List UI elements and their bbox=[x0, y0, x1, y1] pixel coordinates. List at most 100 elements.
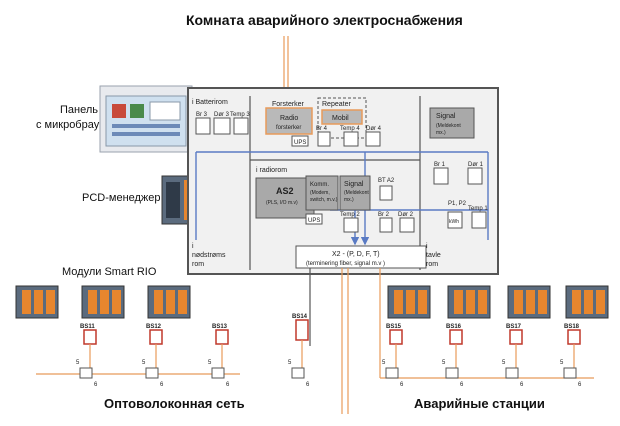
room-tavle-3: rom bbox=[426, 261, 438, 268]
radio-forsterker-line1: Radio bbox=[280, 115, 298, 122]
signal-mid-line2: (Meldekont bbox=[344, 190, 369, 196]
radio-forsterker-line2: forsterker bbox=[276, 125, 301, 131]
ups-box-1 bbox=[291, 135, 309, 147]
station-bs14: BS14 bbox=[291, 314, 309, 379]
station-label: BS12 bbox=[146, 324, 162, 330]
link-number: 6 bbox=[160, 382, 164, 388]
smart-rio-label: Модули Smart RIO bbox=[62, 266, 157, 278]
signal-right-line2: (Meldekont bbox=[436, 123, 461, 129]
radio-sensors-top bbox=[317, 131, 381, 147]
room-nodstrom-1: i bbox=[192, 243, 194, 250]
link-number: 6 bbox=[578, 382, 582, 388]
radio-forsterker-box bbox=[265, 107, 313, 135]
station-label: BS13 bbox=[212, 324, 228, 330]
fiber-network-label: Оптоволоконная сеть bbox=[104, 396, 245, 411]
link-number: 5 bbox=[142, 360, 146, 366]
rio-module bbox=[447, 285, 491, 319]
link-number: 5 bbox=[288, 360, 292, 366]
room-tavle-2: tavle bbox=[426, 252, 441, 259]
station-label: BS17 bbox=[506, 324, 522, 330]
signal-box-mid bbox=[339, 175, 371, 211]
sensor-temp4: Temp 4 bbox=[340, 126, 360, 132]
rio-module bbox=[507, 285, 551, 319]
mobil-box bbox=[321, 109, 363, 125]
ups-label-1: UPS bbox=[294, 140, 306, 146]
link-number: 6 bbox=[94, 382, 98, 388]
forsterker-label: Forsterker bbox=[272, 101, 305, 108]
rio-module bbox=[147, 285, 191, 319]
link-number: 6 bbox=[520, 382, 524, 388]
as2-line2: (PLS, I/O m.v) bbox=[266, 200, 298, 206]
rio-module bbox=[81, 285, 125, 319]
sensor-kwh: kWh bbox=[449, 219, 459, 225]
station-label: BS11 bbox=[80, 324, 95, 330]
sensor-br3: Br 3 bbox=[196, 112, 208, 118]
micro-browser-panel bbox=[99, 85, 193, 153]
station-bs13: BS13 bbox=[211, 324, 229, 379]
station-bs12: BS12 bbox=[145, 324, 163, 379]
komm-line3: switch, m.v.) bbox=[310, 197, 338, 203]
as2-line1: AS2 bbox=[276, 186, 294, 196]
signal-mid-line3: mx.) bbox=[344, 197, 354, 203]
station-bs11: BS11 bbox=[79, 324, 97, 379]
panel-label-line1: Панель bbox=[60, 104, 99, 116]
sensor-bt-a2: BT A2 bbox=[378, 178, 395, 184]
komm-box bbox=[305, 175, 339, 211]
link-number: 5 bbox=[208, 360, 212, 366]
ups-box-2 bbox=[305, 213, 323, 225]
battery-room-sensors bbox=[195, 117, 249, 135]
link-number: 5 bbox=[560, 360, 564, 366]
smart-rio-modules bbox=[15, 285, 609, 319]
tavle-sensors bbox=[433, 167, 487, 229]
signal-mid-line1: Signal bbox=[344, 181, 364, 188]
signal-right-line1: Signal bbox=[436, 113, 456, 120]
sensor-br4: Br 4 bbox=[316, 126, 328, 132]
link-number: 5 bbox=[382, 360, 386, 366]
station-label: BS16 bbox=[446, 324, 462, 330]
bottom-fiber-lines bbox=[341, 268, 381, 414]
komm-line2: (Modem, bbox=[310, 190, 330, 196]
rio-module bbox=[387, 285, 431, 319]
signal-right-line3: mx.) bbox=[436, 130, 446, 136]
station-label: BS14 bbox=[292, 314, 308, 320]
diagram-title: Комната аварийного электроснабжения bbox=[186, 12, 463, 28]
room-nodstrom-3: rom bbox=[192, 261, 204, 268]
ups-label-2: UPS bbox=[308, 218, 320, 224]
room-radiorom: i radiorom bbox=[256, 167, 287, 174]
sensor-p1p2: P1, P2 bbox=[448, 201, 467, 207]
sensor-dor4: Dør 4 bbox=[366, 126, 382, 132]
emergency-stations-label: Аварийные станции bbox=[414, 396, 545, 411]
station-label: BS18 bbox=[564, 324, 580, 330]
link-number: 6 bbox=[400, 382, 404, 388]
sensor-temp1: Temp 1 bbox=[468, 206, 488, 212]
station-label: BS15 bbox=[386, 324, 402, 330]
room-tavle-1: i bbox=[426, 243, 428, 250]
link-number: 6 bbox=[226, 382, 230, 388]
station-bs16: BS16 bbox=[445, 324, 463, 379]
mobil-label: Mobil bbox=[332, 115, 349, 122]
as2-box bbox=[255, 177, 315, 219]
sensor-br1: Br 1 bbox=[434, 162, 446, 168]
sensor-br2: Br 2 bbox=[378, 212, 390, 218]
sensor-dor2: Dør 2 bbox=[398, 212, 414, 218]
x2-line1: X2 - (P, D, F, T) bbox=[332, 251, 380, 258]
link-numbers: 5 6 5 6 5 6 5 6 5 6 5 6 5 6 5 6 bbox=[76, 360, 582, 388]
repeater-frame bbox=[317, 97, 367, 139]
x2-box bbox=[295, 245, 427, 269]
link-number: 5 bbox=[442, 360, 446, 366]
pcd-manager-label: PCD-менеджер bbox=[82, 192, 161, 204]
komm-line1: Komm. bbox=[310, 182, 329, 188]
link-number: 5 bbox=[502, 360, 506, 366]
room-batterirom: i Batterirom bbox=[192, 99, 228, 106]
station-bs18: BS18 bbox=[563, 324, 581, 379]
signal-box-right bbox=[429, 107, 475, 139]
link-number: 6 bbox=[306, 382, 310, 388]
x2-line2: (terminering fiber, signal m.v ) bbox=[306, 261, 385, 267]
repeater-label: Repeater bbox=[322, 101, 351, 108]
link-number: 5 bbox=[76, 360, 80, 366]
sensor-temp2: Temp 2 bbox=[340, 212, 360, 218]
fiber-ring bbox=[36, 373, 594, 379]
link-number: 6 bbox=[460, 382, 464, 388]
